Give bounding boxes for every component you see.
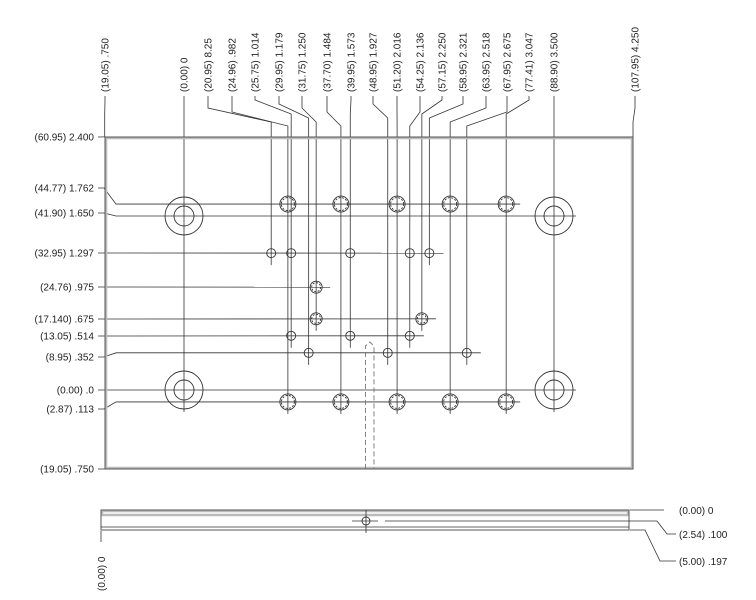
x-dimension-label: (51.20) 2.016 — [393, 32, 404, 92]
medium-hole — [497, 195, 515, 213]
y-dimension-label: (44.77) 1.762 — [35, 184, 95, 195]
x-dimension-leader — [372, 96, 389, 365]
y-dimension-label: (8.95) .352 — [46, 353, 95, 364]
x-dimension-label: (67.95) 2.675 — [503, 32, 514, 92]
x-dimension-leader — [231, 96, 289, 414]
x-dimension-leader — [428, 96, 464, 266]
x-dimension-leader — [409, 96, 421, 348]
x-dimension-label: (107.95) 4.250 — [631, 27, 642, 92]
y-dimension-label: (19.05) .750 — [40, 465, 94, 476]
y-dimension-leader — [98, 401, 521, 410]
plate-outline — [104, 136, 634, 470]
medium-hole — [332, 195, 350, 213]
x-dimension-label: (58.95) 2.321 — [459, 32, 470, 92]
plate-outline-shadow — [104, 136, 634, 470]
x-dimension-label: (19.05) .750 — [101, 38, 112, 92]
small-hole — [345, 248, 356, 259]
dimension-lines — [97, 96, 636, 470]
x-dimension-leader — [449, 96, 487, 414]
medium-hole — [332, 393, 350, 411]
x-dimension-label: (63.95) 2.518 — [482, 32, 493, 92]
y-dimension-label: (17.140) .675 — [35, 315, 95, 326]
mount-hole — [534, 370, 574, 410]
small-hole — [424, 248, 435, 259]
dimension-labels: (19.05) .750 (0.00) 0 (20.95) 8.25 (24.96) … — [35, 27, 642, 476]
side-view-leader-100-jog — [656, 520, 676, 535]
side-view-label-197: (5.00) .197 — [679, 557, 728, 568]
pin-hole — [415, 312, 429, 326]
x-dimension-leader — [301, 96, 317, 331]
x-dimension-label: (31.75) 1.250 — [298, 32, 309, 92]
y-dimension-label: (2.87) .113 — [46, 405, 94, 416]
small-hole — [382, 347, 393, 358]
x-dimension-leader — [632, 96, 636, 137]
medium-hole — [388, 393, 406, 411]
x-dimension-label: (39.95) 1.573 — [347, 32, 358, 92]
x-dimension-leader — [466, 96, 508, 365]
medium-hole — [279, 195, 297, 213]
medium-hole — [497, 393, 515, 411]
side-view-label-100: (2.54) .100 — [679, 530, 728, 541]
side-view-origin-label: (0.00) 0 — [97, 556, 108, 591]
x-dimension-leader — [505, 96, 530, 414]
side-view-leader-197 — [630, 529, 676, 562]
medium-hole — [279, 393, 297, 411]
y-dimension-leader — [98, 352, 481, 358]
side-view-label-0: (0.00) 0 — [679, 506, 714, 517]
y-dimension-label: (13.05) .514 — [40, 332, 94, 343]
x-dimension-leader — [278, 96, 310, 365]
y-dimension-leader — [98, 187, 521, 205]
mount-hole — [164, 196, 204, 236]
x-dimension-leader — [421, 96, 443, 331]
medium-hole — [441, 393, 459, 411]
mount-hole — [164, 370, 204, 410]
small-hole — [266, 248, 277, 259]
x-dimension-label: (24.96) .982 — [228, 38, 239, 92]
x-dimension-label: (0.00) 0 — [180, 57, 191, 92]
x-dimension-label: (20.95) 8.25 — [204, 38, 215, 92]
pin-hole — [309, 280, 323, 294]
x-dimension-leader — [207, 96, 272, 266]
small-hole — [303, 347, 314, 358]
medium-hole — [388, 195, 406, 213]
x-dimension-label: (88.90) 3.500 — [550, 32, 561, 92]
mount-hole — [534, 196, 574, 236]
holes — [164, 195, 574, 411]
side-view-top-edge — [100, 509, 630, 517]
small-hole — [345, 330, 356, 341]
x-dimension-label: (57.15) 2.250 — [438, 32, 449, 92]
small-hole — [404, 248, 415, 259]
y-dimension-label: (24.76) .975 — [40, 283, 94, 294]
small-hole — [461, 347, 472, 358]
x-dimension-label: (37.70) 1.484 — [323, 32, 334, 92]
x-dimension-label: (29.95) 1.179 — [275, 32, 286, 92]
pin-hole — [309, 312, 323, 326]
side-view: (0.00) 0 (2.54) .100 (5.00) .197 (0.00) … — [97, 506, 728, 591]
x-dimension-label: (54.25) 2.136 — [416, 32, 427, 92]
y-dimension-leader — [98, 212, 576, 217]
x-dimension-label: (77.41) 3.047 — [525, 32, 536, 92]
small-hole — [404, 330, 415, 341]
y-dimension-label: (41.90) 1.650 — [35, 209, 95, 220]
medium-hole — [441, 195, 459, 213]
side-view-outline — [100, 509, 630, 531]
x-dimension-leader — [326, 96, 342, 414]
x-dimension-label: (25.75) 1.014 — [251, 32, 262, 92]
small-hole — [286, 248, 297, 259]
y-dimension-label: (32.95) 1.297 — [35, 249, 95, 260]
y-dimension-label: (0.00) .0 — [57, 386, 95, 397]
x-dimension-label: (48.95) 1.927 — [369, 32, 380, 92]
slot — [365, 341, 375, 469]
x-dimension-leader — [349, 96, 352, 348]
y-dimension-label: (60.95) 2.400 — [35, 133, 95, 144]
x-dimension-leader — [254, 96, 292, 348]
small-hole — [286, 330, 297, 341]
